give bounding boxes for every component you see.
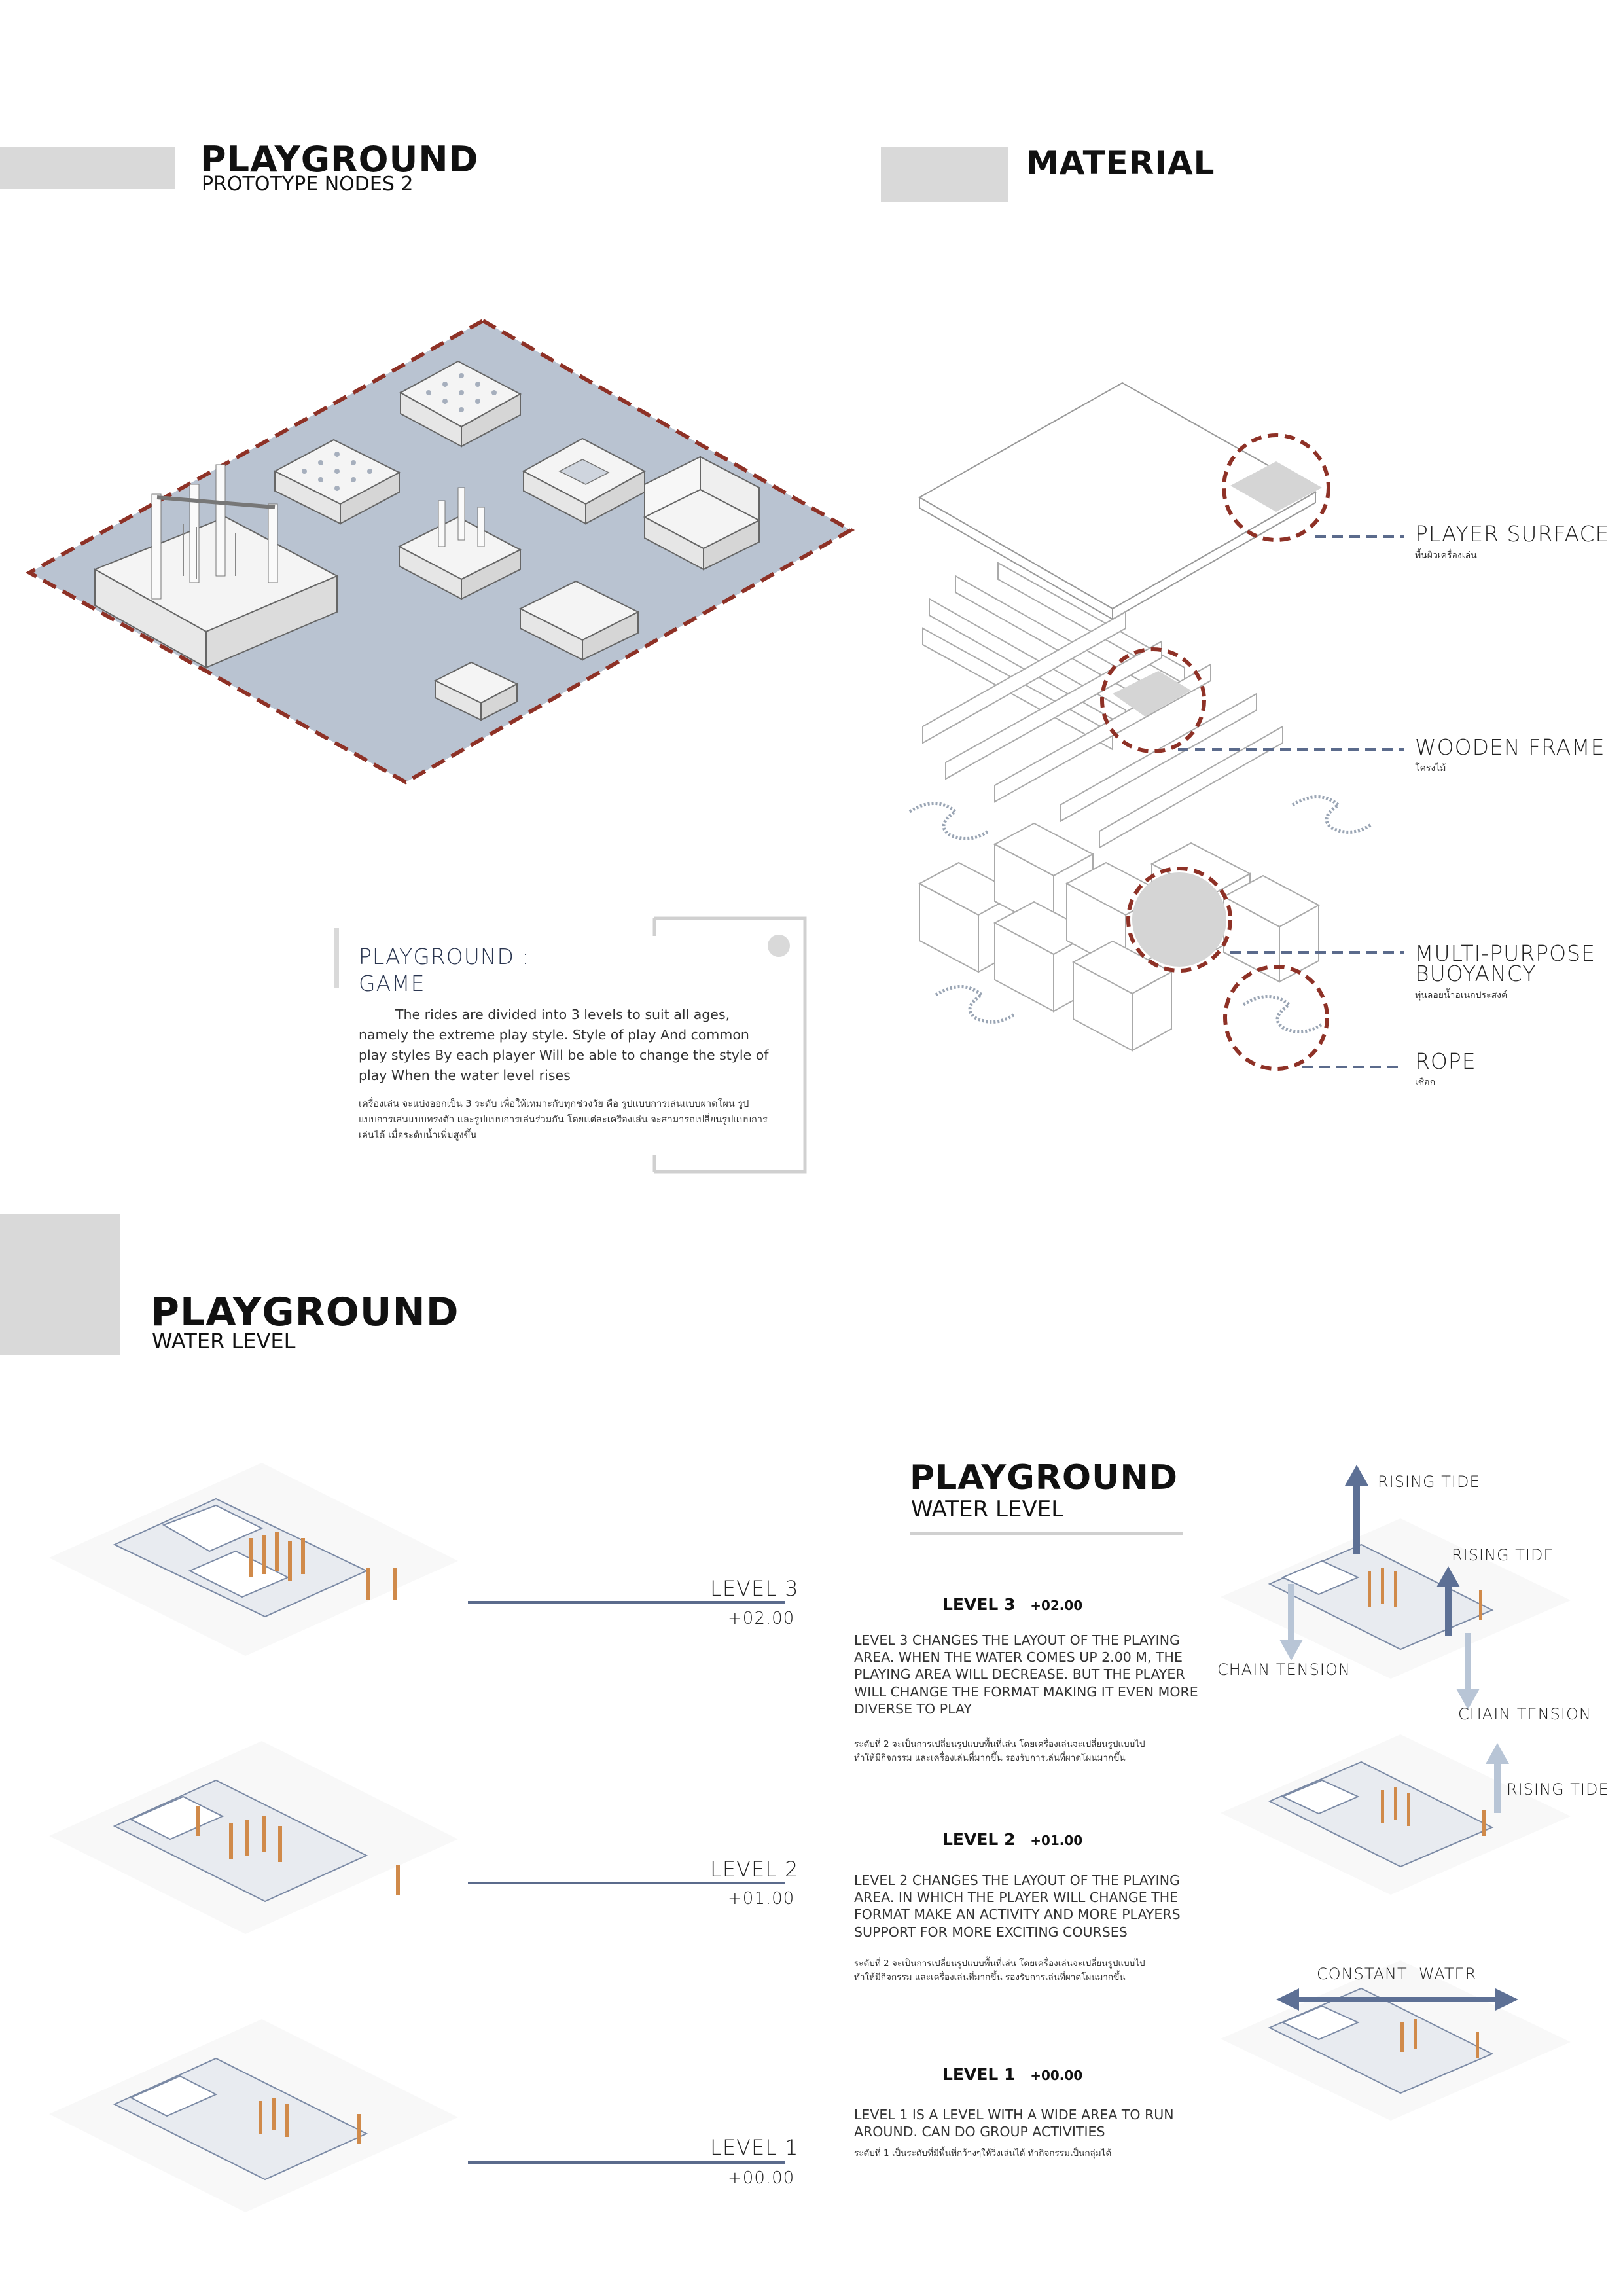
platform-perforated-1 (273, 439, 401, 525)
water-right-title: PLAYGROUND (910, 1458, 1179, 1498)
prototype-title: PLAYGROUND (200, 139, 479, 180)
water-right-subtitle: WATER LEVEL (911, 1496, 1064, 1522)
title-accent-block (0, 147, 175, 189)
label-rising-tide-3: RISING TIDE (1507, 1780, 1609, 1799)
level2-thai: ระดับที่ 2 จะเป็นการเปลี่ยนรูปแบบพื้นที่… (854, 1957, 1145, 1984)
left-level2-value: +01.00 (728, 1889, 795, 1909)
level2-thai-1: ระดับที่ 2 จะเป็นการเปลี่ยนรูปแบบพื้นที่… (854, 1958, 1145, 1969)
level1-body: LEVEL 1 IS A LEVEL WITH A WIDE AREA TO R… (854, 2106, 1174, 2140)
left-level3-value: +02.00 (728, 1609, 795, 1628)
level3-thai-2: ทำให้มีกิจกรรม และเครื่องเล่นที่มากขึ้น … (854, 1753, 1126, 1763)
label-rising-tide-2: RISING TIDE (1452, 1546, 1554, 1564)
platform-swing (93, 464, 339, 669)
material-accent-block (881, 147, 1008, 202)
game-body-th-1: เครื่องเล่น จะแบ่งออกเป็น 3 ระดับ เพื่อใ… (359, 1099, 749, 1109)
level3-body-3: PLAYING AREA WILL DECREASE. BUT THE PLAY… (854, 1666, 1185, 1683)
level3-thai: ระดับที่ 2 จะเป็นการเปลี่ยนรูปแบบพื้นที่… (854, 1738, 1145, 1765)
level2-heading: LEVEL 2 +01.00 (942, 1830, 1082, 1849)
level2-body-3: FORMAT MAKE AN ACTIVITY AND MORE PLAYERS (854, 1907, 1181, 1923)
level2-thai-2: ทำให้มีกิจกรรม และเครื่องเล่นที่มากขึ้น … (854, 1972, 1126, 1982)
level3-body-2: AREA. WHEN THE WATER COMES UP 2.00 M, TH… (854, 1649, 1183, 1666)
level2-body: LEVEL 2 CHANGES THE LAYOUT OF THE PLAYIN… (854, 1872, 1181, 1941)
water-accent-block (0, 1214, 120, 1355)
platform-plain-1 (518, 580, 640, 661)
level1-body-2: AROUND. CAN DO GROUP ACTIVITIES (854, 2124, 1105, 2140)
level3-body-1: LEVEL 3 CHANGES THE LAYOUT OF THE PLAYIN… (854, 1632, 1180, 1648)
water-subtitle: WATER LEVEL (152, 1329, 296, 1354)
level2-body-1: LEVEL 2 CHANGES THE LAYOUT OF THE PLAYIN… (854, 1873, 1180, 1888)
label-wooden-frame-th: โครงไม้ (1415, 763, 1446, 774)
level3-thai-1: ระดับที่ 2 จะเป็นการเปลี่ยนรูปแบบพื้นที่… (854, 1739, 1145, 1749)
level3-heading: LEVEL 3 +02.00 (942, 1595, 1082, 1614)
label-chain-tension-2: CHAIN TENSION (1458, 1705, 1592, 1723)
level2-heading-value: +01.00 (1030, 1833, 1083, 1848)
level1-thai-1: ระดับที่ 1 เป็นระดับที่มีพื้นที่กว้างๆให… (854, 2148, 1112, 2159)
game-body-en-3: play styles By each player Will be able … (359, 1047, 769, 1063)
label-buoyancy-th: ทุ่นลอยน้ำอเนกประสงค์ (1415, 990, 1508, 1001)
game-body-th-3: เล่นได้ เมื่อระดับน้ำเพิ่มสูงขึ้น (359, 1130, 477, 1141)
level1-heading-value: +00.00 (1030, 2068, 1083, 2083)
left-level1-value: +00.00 (728, 2168, 795, 2188)
level3-body-5: DIVERSE TO PLAY (854, 1700, 972, 1717)
label-rising-tide-1: RISING TIDE (1378, 1473, 1480, 1491)
material-title: MATERIAL (1026, 144, 1215, 182)
label-rope: ROPE (1415, 1049, 1476, 1074)
label-buoyancy: BUOYANCY (1415, 961, 1537, 986)
level3-body: LEVEL 3 CHANGES THE LAYOUT OF THE PLAYIN… (854, 1632, 1198, 1717)
label-player-surface-th: พื้นผิวเครื่องเล่น (1415, 550, 1477, 561)
level3-heading-value: +02.00 (1030, 1598, 1083, 1613)
water-title: PLAYGROUND (151, 1289, 459, 1335)
level1-heading-name: LEVEL 1 (942, 2065, 1016, 2084)
left-level1-name: LEVEL 1 (710, 2135, 799, 2160)
game-title-line2: GAME (359, 971, 425, 996)
level2-body-4: SUPPORT FOR MORE EXCITING COURSES (854, 1924, 1128, 1940)
label-player-surface: PLAYER SURFACE (1415, 521, 1610, 547)
game-body-en-2: namely the extreme play style. Style of … (359, 1027, 749, 1043)
platform-perforated-2 (399, 360, 522, 448)
level2-heading-name: LEVEL 2 (942, 1830, 1016, 1849)
platform-posts (397, 487, 522, 600)
label-rope-th: เชือก (1415, 1077, 1436, 1088)
level3-body-4: WILL CHANGE THE FORMAT MAKING IT EVEN MO… (854, 1683, 1198, 1700)
level2-body-2: AREA. IN WHICH THE PLAYER WILL CHANGE TH… (854, 1890, 1179, 1906)
game-body-en: The rides are divided into 3 levels to s… (359, 1005, 769, 1086)
platform-net (522, 437, 647, 525)
level1-thai: ระดับที่ 1 เป็นระดับที่มีพื้นที่กว้างๆให… (854, 2147, 1111, 2161)
platform-plain-2 (433, 661, 519, 721)
left-level2-name: LEVEL 2 (710, 1857, 799, 1882)
prototype-subtitle: PROTOTYPE NODES 2 (202, 173, 414, 196)
label-chain-tension-1: CHAIN TENSION (1217, 1660, 1351, 1679)
label-wooden-frame: WOODEN FRAME (1415, 734, 1605, 760)
game-accent-bar (334, 928, 339, 988)
label-multipurpose: MULTI-PURPOSE (1415, 941, 1596, 966)
level1-body-1: LEVEL 1 IS A LEVEL WITH A WIDE AREA TO R… (854, 2107, 1174, 2123)
level1-heading: LEVEL 1 +00.00 (942, 2065, 1082, 2084)
label-constant-water: CONSTANT WATER (1317, 1965, 1477, 1983)
game-body-th: เครื่องเล่น จะแบ่งออกเป็น 3 ระดับ เพื่อใ… (359, 1096, 768, 1143)
platform-wall (643, 456, 761, 571)
left-level3-name: LEVEL 3 (710, 1576, 799, 1601)
game-body-th-2: แบบการเล่นแบบทรงตัว และรูปแบบการเล่นร่วม… (359, 1115, 768, 1125)
level3-heading-name: LEVEL 3 (942, 1595, 1016, 1614)
game-body-en-4: play When the water level rises (359, 1067, 571, 1083)
game-title-line1: PLAYGROUND : (359, 944, 530, 969)
game-body-en-1: The rides are divided into 3 levels to s… (395, 1007, 730, 1022)
water-right-underline (910, 1532, 1183, 1535)
